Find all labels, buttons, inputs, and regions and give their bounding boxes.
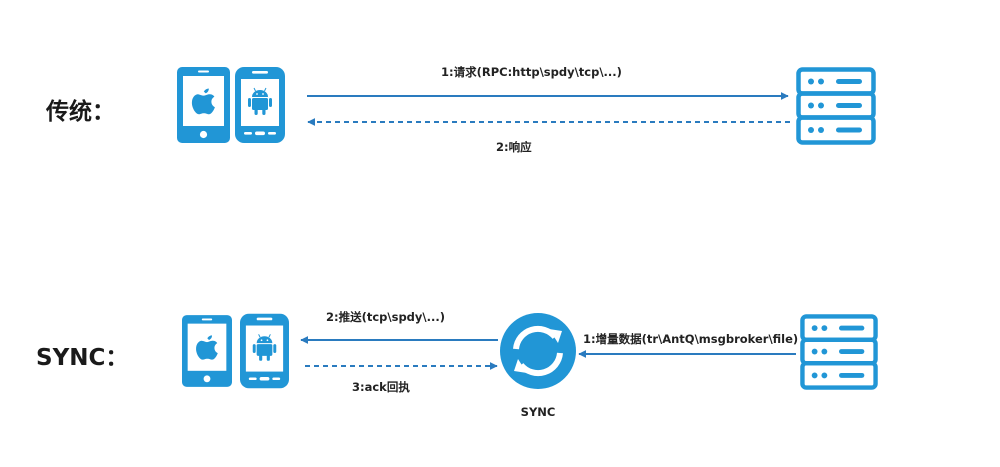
sync-refresh-icon (500, 313, 576, 389)
server-stack-icon (800, 314, 878, 390)
sync-caption: SYNC (520, 405, 556, 419)
ios-phone-icon (177, 67, 230, 143)
push-label: 2:推送(tcp\spdy\...) (326, 310, 445, 324)
android-phone-icon (240, 313, 289, 389)
ios-phone-icon (182, 315, 232, 387)
response-label: 2:响应 (496, 140, 532, 154)
row-label-traditional: 传统： (46, 99, 115, 125)
request-label: 1:请求(RPC:http\spdy\tcp\...) (441, 65, 622, 79)
android-phone-icon (235, 67, 285, 143)
incremental-data-label: 1:增量数据(tr\AntQ\msgbroker\file) (583, 332, 799, 346)
ack-label: 3:ack回执 (352, 380, 410, 394)
row-label-sync: SYNC： (36, 345, 129, 371)
server-stack-icon (796, 67, 876, 145)
